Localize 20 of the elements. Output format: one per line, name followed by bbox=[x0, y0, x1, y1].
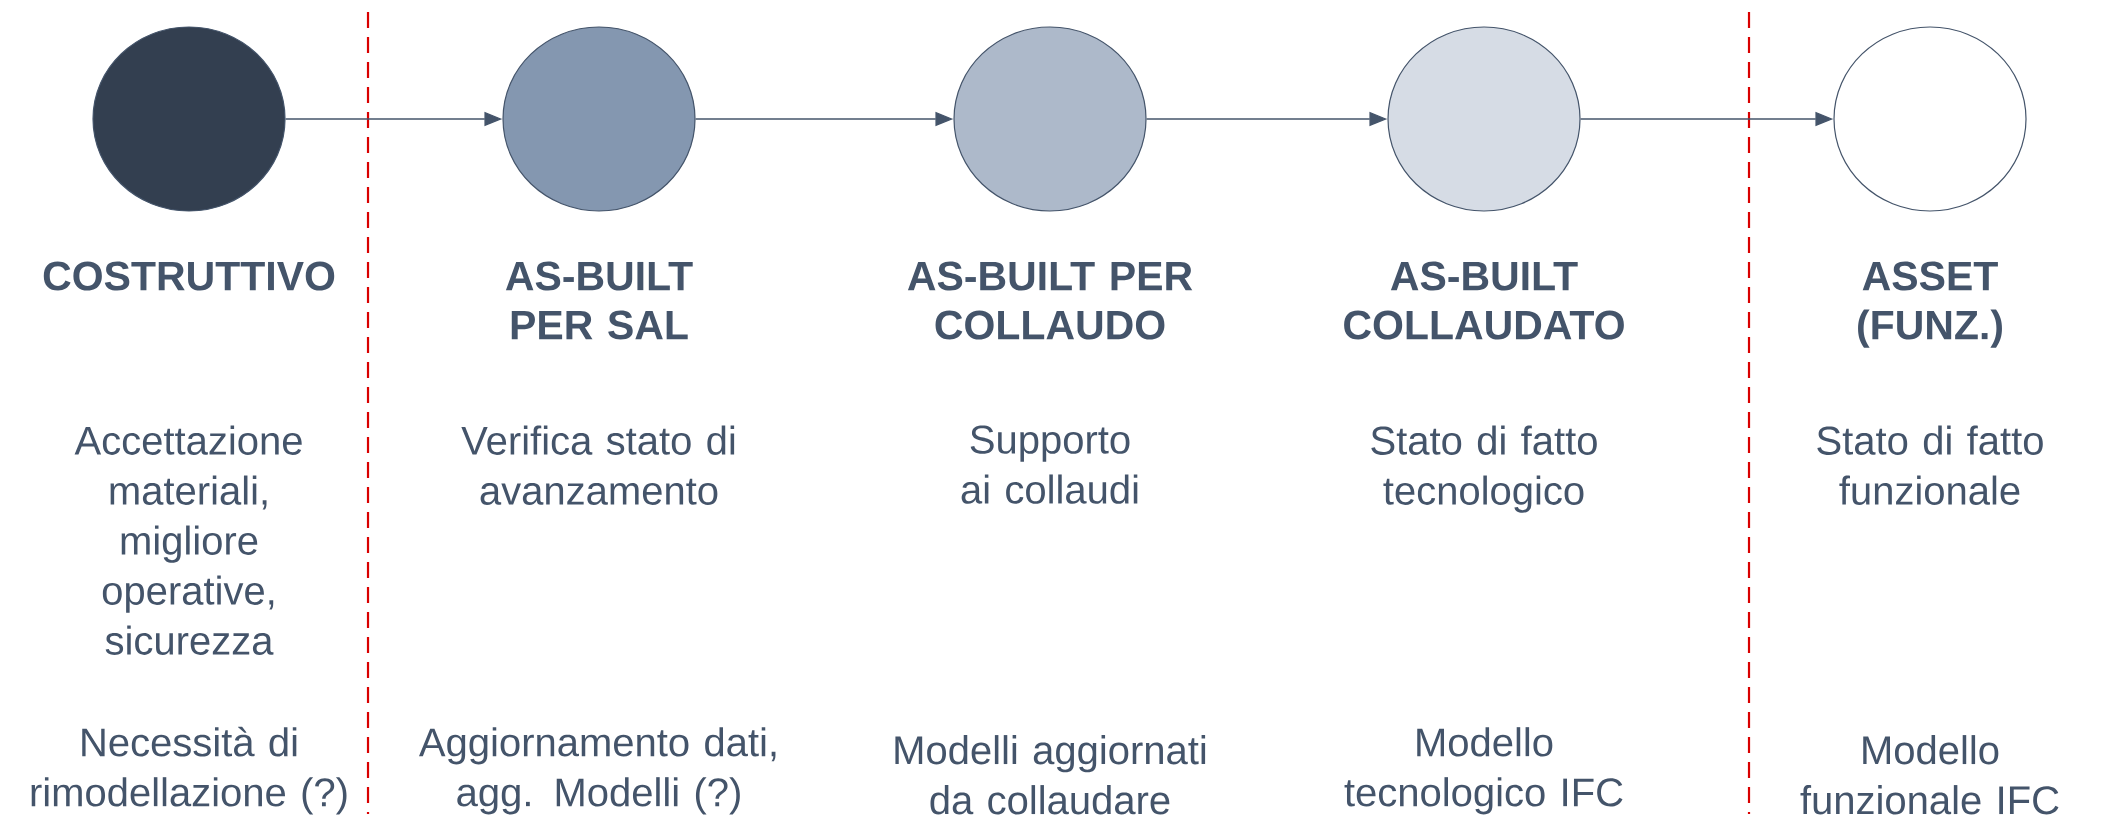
stage-title: AS-BUILT PER COLLAUDO bbox=[907, 261, 1193, 340]
model-note: Aggiornamento dati, agg. Modelli (?) bbox=[419, 727, 776, 815]
circle bbox=[953, 26, 1147, 212]
model-note: Necessità di rimodellazione (?) bbox=[31, 726, 347, 815]
circle bbox=[1833, 26, 2027, 212]
model-note: Modello funzionale IFC bbox=[1800, 735, 2059, 815]
description: Accettazione materiali, migliore operative, sicurezza bbox=[74, 425, 302, 655]
circle bbox=[502, 26, 696, 212]
circle bbox=[92, 26, 286, 212]
stage-title: COSTRUTTIVO bbox=[43, 261, 335, 291]
model-note: Modelli aggiornati da collaudare bbox=[895, 735, 1206, 815]
stage-title: AS-BUILT PER SAL bbox=[505, 261, 693, 340]
stage-title: AS-BUILT COLLAUDATO bbox=[1344, 261, 1624, 340]
description: Supporto ai collaudi bbox=[961, 425, 1138, 504]
stage-title: ASSET (FUNZ.) bbox=[1858, 261, 2002, 348]
description: Stato di fatto tecnologico bbox=[1371, 425, 1597, 513]
description: Stato di fatto funzionale bbox=[1817, 425, 2043, 505]
model-note: Modello tecnologico IFC bbox=[1344, 727, 1623, 815]
circle bbox=[1387, 26, 1581, 212]
description: Verifica stato di avanzamento bbox=[461, 425, 735, 505]
